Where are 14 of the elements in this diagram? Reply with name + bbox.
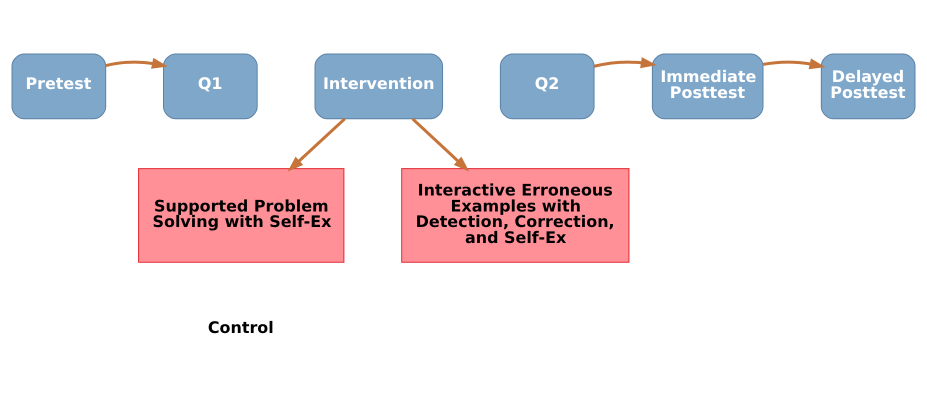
node-box: Immediate Posttest (652, 52, 764, 119)
node-box: Pretest (12, 52, 106, 119)
label: Control (208, 317, 274, 336)
node-box: Q1 (163, 52, 258, 119)
node-box: Supported Problem Solving with Self-Ex (138, 168, 344, 262)
arrow (288, 117, 346, 172)
arrow (412, 117, 470, 172)
node-box: Interactive Erroneous Examples with Detection, Correction, and Self-Ex (401, 168, 630, 262)
arrow (106, 57, 168, 68)
node-box: Delayed Posttest (820, 52, 916, 119)
arrow (594, 56, 657, 68)
arrow (762, 58, 826, 69)
node-box: Intervention (314, 52, 444, 119)
node-box: Q2 (500, 52, 595, 119)
